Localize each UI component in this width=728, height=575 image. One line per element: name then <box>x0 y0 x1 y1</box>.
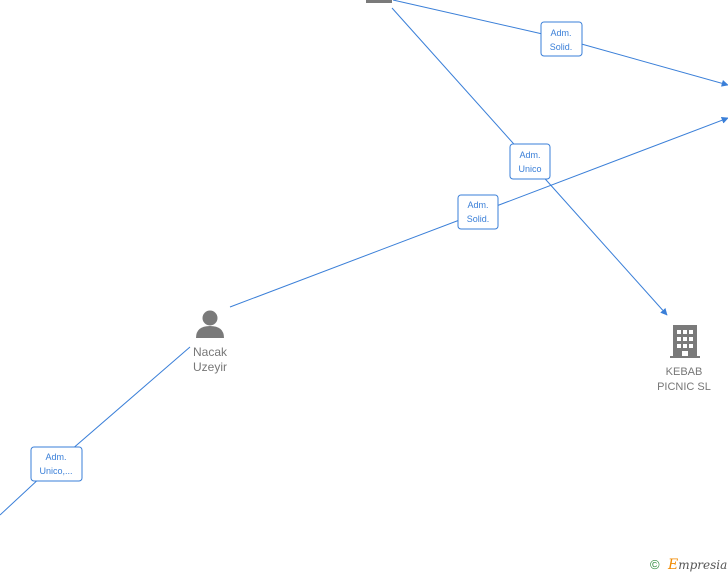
building-icon <box>670 325 700 358</box>
person-node-nacak-uzeyir[interactable]: Nacak Uzeyir <box>193 310 228 375</box>
edge-label-adm-unico-company[interactable]: Adm. Unico <box>509 143 551 180</box>
company-name-line: KEBAB <box>666 366 703 378</box>
person-name-line: Nacak <box>193 345 228 359</box>
edge-label-line: Adm. <box>550 28 571 38</box>
empresia-watermark: © Empresia <box>650 557 727 573</box>
edge-label-line: Adm. <box>45 452 66 462</box>
person-icon <box>196 310 224 338</box>
company-node-kebab-picnic[interactable]: KEBAB PICNIC SL <box>657 325 711 393</box>
edge-label-adm-solid-person[interactable]: Adm. Solid. <box>457 194 499 230</box>
company-name-line: PICNIC SL <box>657 381 711 393</box>
offscreen-node-icon[interactable] <box>366 0 392 3</box>
edge-label-line: Adm. <box>519 150 540 160</box>
copyright-symbol: © <box>650 557 660 572</box>
edge-label-line: Solid. <box>467 214 490 224</box>
brand-logo-text: Empresia <box>667 557 727 573</box>
edge-line-adm-unico-bottom[interactable] <box>0 346 191 516</box>
edge-label-adm-unico-bottom[interactable]: Adm. Unico,... <box>30 446 83 482</box>
edge-label-line: Adm. <box>467 200 488 210</box>
edge-label-line: Unico,... <box>39 466 72 476</box>
edge-label-line: Solid. <box>550 42 573 52</box>
edge-label-line: Unico <box>518 164 541 174</box>
person-name-line: Uzeyir <box>193 360 227 374</box>
edge-label-adm-solid-top[interactable]: Adm. Solid. <box>540 21 583 57</box>
